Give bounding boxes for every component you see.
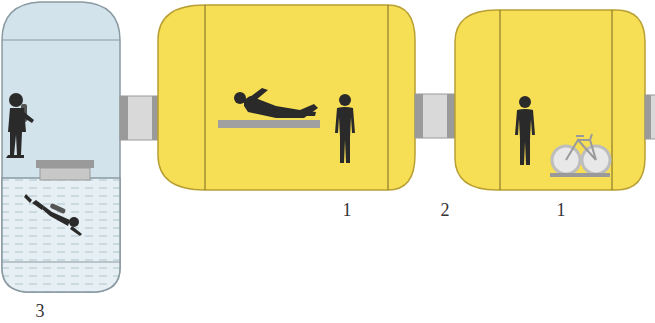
decompression-chamber [158,5,415,190]
callout-number: 2 [441,201,450,219]
transfer-passage [645,95,655,139]
swimming-diver [24,194,82,236]
transfer-passage [120,96,160,140]
callout-number: 1 [557,201,566,219]
callout-number: 3 [36,302,45,320]
bunk [218,120,320,128]
decompression-chamber [455,10,645,190]
platform [36,160,94,168]
connecting-trunk [415,94,455,138]
exercise-bike [550,134,610,177]
callout-number: 1 [343,201,352,219]
standing-person [515,96,535,165]
lying-person [234,88,318,118]
diving-vessel [2,2,120,292]
standing-person [335,94,355,163]
standing-diver [6,93,34,158]
